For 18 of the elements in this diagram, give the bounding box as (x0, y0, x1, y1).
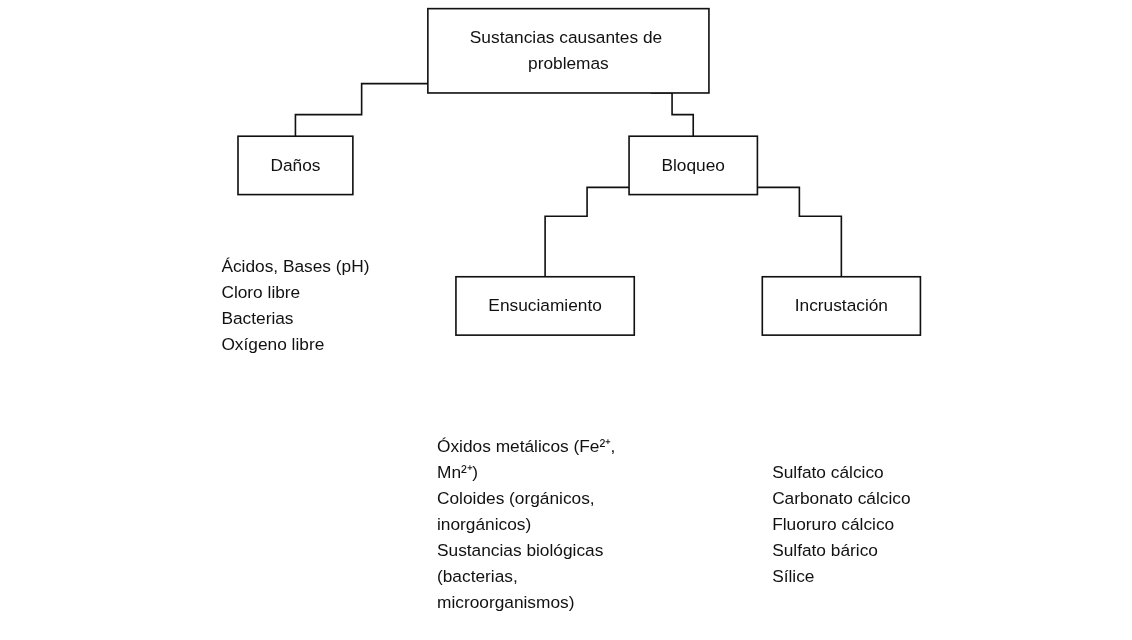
node-label: Sulfato cálcico (772, 462, 884, 482)
node-label: Carbonato cálcico (772, 488, 911, 508)
node-box: Bloqueo (628, 135, 759, 196)
node-label: Cloro libre (221, 283, 301, 302)
node-label: Coloides (orgánicos, inorgánicos) (436, 488, 595, 533)
node-label: Ácidos, Bases (pH) (221, 257, 370, 276)
node-box: Daños (237, 135, 354, 196)
connector (544, 186, 630, 278)
node-label: Oxígeno libre (221, 335, 325, 354)
node-label: Bacterias (221, 309, 294, 328)
node-box: Sustancias causantes de problemas (427, 7, 710, 94)
node-label: Sulfato bárico (772, 540, 878, 559)
node-label: Sustancias biológicas (bacterias, microorganismos) (436, 540, 604, 611)
node-box: Incrustación (761, 275, 922, 336)
node-label: Óxidos metálicos (Fe²⁺, Mn²⁺) (436, 436, 616, 482)
node-box: Ensuciamiento (455, 275, 636, 336)
node-label: Fluoruro cálcico (772, 514, 895, 533)
node-label: Sílice (772, 566, 815, 585)
